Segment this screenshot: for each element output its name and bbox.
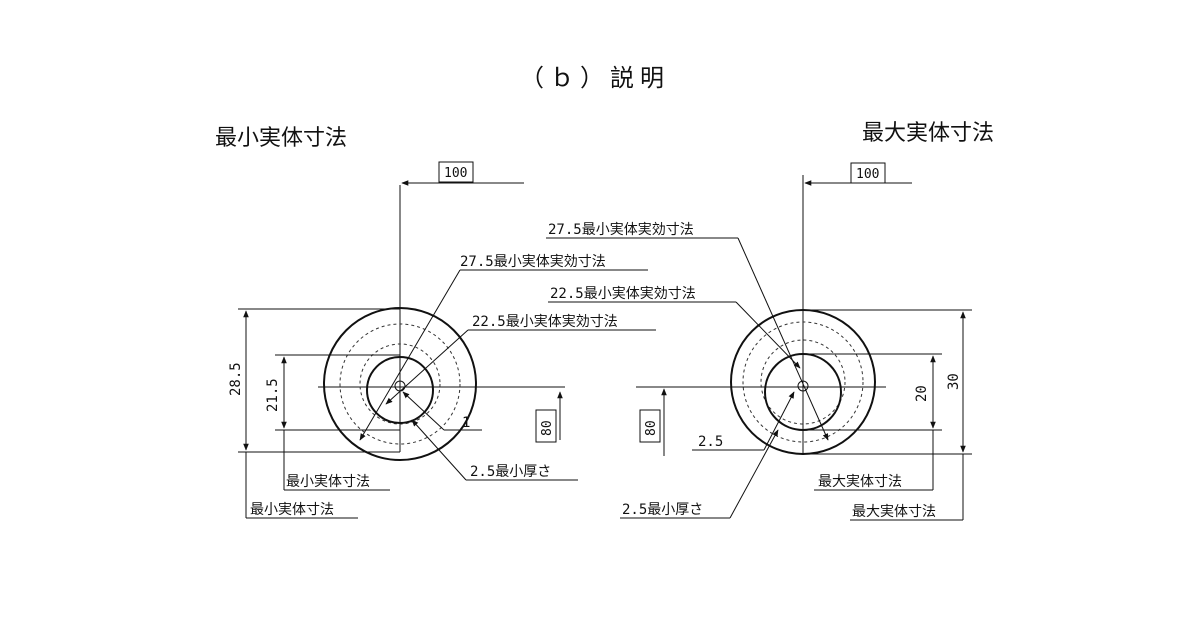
right-label-225: 22.5最小実体実効寸法 bbox=[550, 286, 696, 302]
left-heading: 最小実体寸法 bbox=[215, 126, 347, 151]
left-inner-size-label: 最小実体寸法 bbox=[286, 474, 370, 490]
left-label-225: 22.5最小実体実効寸法 bbox=[472, 314, 618, 330]
right-inner-size-label: 最大実体寸法 bbox=[818, 474, 902, 490]
right-label-25: 2.5 bbox=[698, 434, 723, 450]
right-dim-outer: 30 bbox=[946, 373, 962, 390]
figure-title: （ｂ）説明 bbox=[520, 64, 670, 92]
left-label-275: 27.5最小実体実効寸法 bbox=[460, 254, 606, 270]
right-dashed-circle-outer bbox=[742, 321, 864, 443]
left-label-thickness: 2.5最小厚さ bbox=[470, 464, 551, 480]
left-dim-outer: 28.5 bbox=[228, 362, 244, 396]
left-dashed-circle-outer bbox=[339, 323, 461, 445]
right-dashed-circle-inner bbox=[760, 339, 846, 425]
left-box80-label: 80 bbox=[540, 420, 555, 436]
right-center-mark bbox=[797, 380, 809, 392]
right-label-thickness: 2.5最小厚さ bbox=[622, 502, 703, 518]
right-datum-label: 100 bbox=[856, 167, 879, 182]
left-inner-circle bbox=[366, 356, 434, 424]
left-box80 bbox=[535, 409, 557, 443]
left-outer-size-label: 最小実体寸法 bbox=[250, 502, 334, 518]
left-outer-circle bbox=[323, 307, 477, 461]
right-datum-box bbox=[850, 162, 886, 184]
left-datum-label: 100 bbox=[444, 166, 467, 181]
right-outer-size-label: 最大実体寸法 bbox=[852, 504, 936, 520]
left-panel: 最小実体寸法 100 27.5最小実体実効寸法 22.5最小実体実効寸法 1 2… bbox=[215, 126, 656, 519]
right-box80-label: 80 bbox=[644, 420, 659, 436]
right-panel: 最大実体寸法 100 27.5最小実体実効寸法 22.5最小実体実効寸法 2.5… bbox=[546, 121, 994, 521]
right-dim-inner: 20 bbox=[914, 385, 930, 402]
left-datum-box bbox=[438, 161, 474, 183]
right-label-275: 27.5最小実体実効寸法 bbox=[548, 222, 694, 238]
left-dim-inner: 21.5 bbox=[265, 378, 281, 412]
left-label-1: 1 bbox=[462, 415, 470, 431]
right-box80 bbox=[639, 409, 661, 443]
right-heading: 最大実体寸法 bbox=[862, 121, 994, 146]
